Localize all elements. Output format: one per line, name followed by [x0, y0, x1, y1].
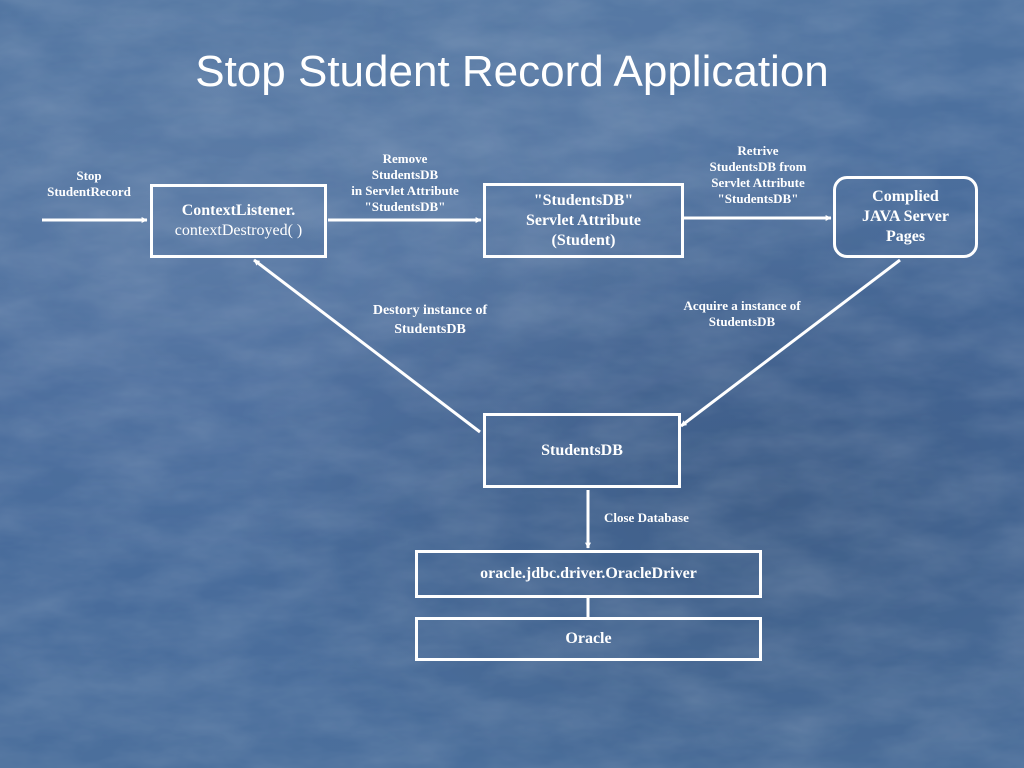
- label-remove-studentsdb: Remove StudentsDB in Servlet Attribute "…: [330, 151, 480, 215]
- servlet-attribute-box: "StudentsDB" Servlet Attribute (Student): [483, 183, 684, 258]
- label-close-database-text: Close Database: [604, 510, 689, 525]
- oracle-label: Oracle: [565, 630, 612, 647]
- jsp-line-3: Pages: [885, 228, 926, 245]
- label-stop-line-1: Stop: [76, 168, 102, 183]
- students-db-label: StudentsDB: [541, 441, 623, 459]
- label-retrive-line-4: "StudentsDB": [717, 191, 799, 206]
- label-remove-line-2: StudentsDB: [371, 167, 439, 182]
- label-retrive-line-2: StudentsDB from: [709, 159, 807, 174]
- label-acquire-line-2: StudentsDB: [708, 314, 776, 329]
- oracle-box: Oracle: [415, 617, 762, 661]
- context-listener-box: ContextListener. contextDestroyed( ): [150, 184, 327, 258]
- servlet-attribute-type: (Student): [551, 231, 616, 249]
- context-listener-class: ContextListener.: [181, 202, 296, 219]
- label-stop-line-2: StudentRecord: [47, 184, 131, 199]
- label-remove-line-3: in Servlet Attribute: [351, 183, 459, 198]
- arrow-jsp-to-studentsdb: [680, 258, 901, 428]
- students-db-box: StudentsDB: [483, 413, 681, 488]
- context-destroyed-method: contextDestroyed( ): [174, 222, 303, 239]
- oracle-driver-box: oracle.jdbc.driver.OracleDriver: [415, 550, 762, 598]
- jsp-line-2: JAVA Server: [862, 208, 949, 225]
- label-destory-line-1: Destory instance of: [372, 303, 488, 318]
- label-close-database: Close Database: [604, 510, 689, 526]
- label-retrive-line-1: Retrive: [737, 143, 779, 158]
- slide-title: Stop Student Record Application: [195, 47, 829, 96]
- label-destory-line-2: StudentsDB: [394, 322, 466, 337]
- label-remove-line-4: "StudentsDB": [364, 199, 446, 214]
- label-stop-studentrecord: Stop StudentRecord: [30, 168, 148, 200]
- servlet-attribute-label: Servlet Attribute: [525, 211, 642, 229]
- oracle-driver-label: oracle.jdbc.driver.OracleDriver: [480, 565, 697, 582]
- label-retrive-line-3: Servlet Attribute: [711, 175, 805, 190]
- label-acquire-line-1: Acquire a instance of: [683, 298, 801, 313]
- label-acquire-instance: Acquire a instance of StudentsDB: [662, 298, 822, 330]
- label-destory-instance: Destory instance of StudentsDB: [350, 301, 510, 339]
- servlet-attribute-name: "StudentsDB": [533, 191, 634, 209]
- jsp-box: Complied JAVA Server Pages: [833, 176, 978, 258]
- label-remove-line-1: Remove: [382, 151, 428, 166]
- jsp-line-1: Complied: [872, 188, 939, 205]
- label-retrive-studentsdb: Retrive StudentsDB from Servlet Attribut…: [683, 143, 833, 207]
- arrow-studentsdb-to-contextlistener: [253, 258, 481, 434]
